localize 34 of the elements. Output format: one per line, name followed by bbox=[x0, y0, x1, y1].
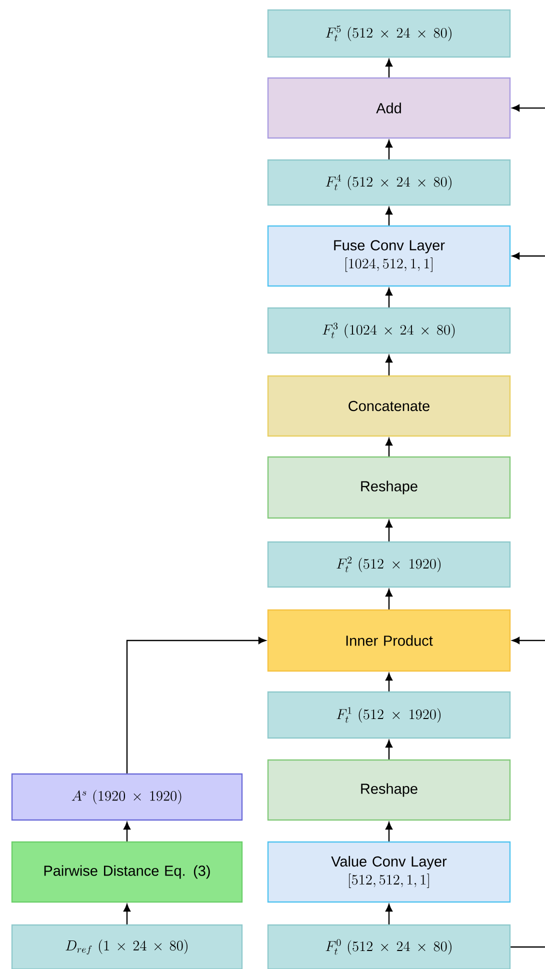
layer-box: Value Conv Layer $[512, 512, 1, 1]$ bbox=[267, 841, 511, 903]
arrow bbox=[386, 207, 392, 226]
operation-box: Inner Product bbox=[267, 609, 511, 672]
tensor-box: $F_t^{2}\ (512 \times 1920)$ bbox=[267, 541, 511, 588]
arrow bbox=[126, 637, 266, 774]
arrow bbox=[512, 252, 545, 260]
arrow bbox=[512, 637, 545, 644]
arrow bbox=[386, 904, 392, 924]
operation-box: Add bbox=[267, 77, 511, 139]
arrow bbox=[386, 438, 392, 456]
tensor-box: $F_t^{1}\ (512 \times 1920)$ bbox=[267, 691, 511, 739]
arrow bbox=[386, 740, 392, 760]
tensor-box: $F_t^{5}\ (512 \times 24 \times 80)$ bbox=[267, 9, 511, 58]
tensor-box: $D_{ref}\ (1 \times 24 \times 80)$ bbox=[11, 924, 243, 969]
arrow bbox=[386, 355, 392, 376]
arrow bbox=[386, 288, 392, 308]
operation-box: Pairwise Distance Eq. (3) bbox=[11, 841, 243, 903]
operation-box: Concatenate bbox=[267, 375, 511, 437]
operation-box: Reshape bbox=[267, 759, 511, 821]
arrow bbox=[386, 59, 392, 78]
arrow bbox=[386, 673, 392, 692]
tensor-box: $F_t^{4}\ (512 \times 24 \times 80)$ bbox=[267, 159, 511, 206]
arrow bbox=[386, 589, 392, 610]
operation-box: Reshape bbox=[267, 456, 511, 519]
arrow bbox=[124, 822, 130, 842]
arrow bbox=[512, 104, 545, 112]
arrow bbox=[386, 520, 392, 542]
arrow bbox=[386, 140, 392, 160]
tensor-box: $F_t^{3}\ (1024 \times 24 \times 80)$ bbox=[267, 307, 511, 354]
layer-box: Fuse Conv Layer $[1024, 512, 1, 1]$ bbox=[267, 225, 511, 287]
tensor-box: $A^{s}\ (1920 \times 1920)$ bbox=[11, 773, 243, 821]
tensor-box: $F_t^{0}\ (512 \times 24 \times 80)$ bbox=[267, 924, 511, 969]
arrow bbox=[386, 822, 392, 842]
arrow bbox=[124, 904, 130, 924]
